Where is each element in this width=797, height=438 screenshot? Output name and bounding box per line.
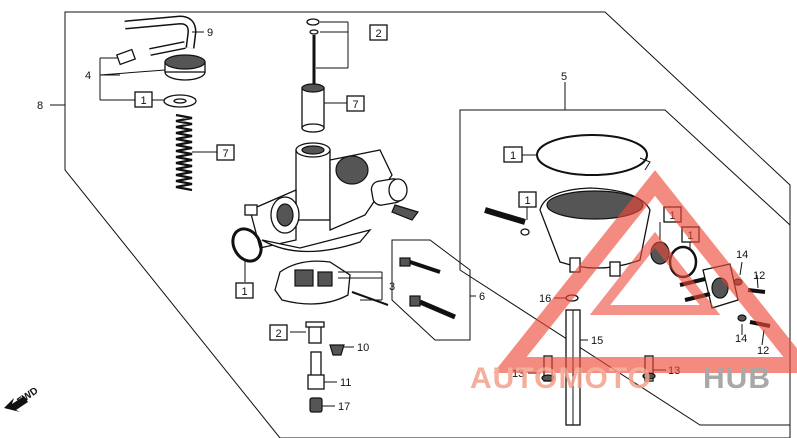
watermark-text-primary: AUTOMOTO bbox=[470, 362, 652, 395]
svg-text:2: 2 bbox=[275, 328, 281, 340]
float-bowl bbox=[539, 187, 651, 277]
callout-14-top: 14 bbox=[736, 249, 748, 261]
ref-box-1-gasket: 1 bbox=[503, 146, 523, 163]
ref-box-1-oring-left: 1 bbox=[235, 282, 254, 299]
watermark-triangle-icon bbox=[493, 170, 797, 373]
svg-text:7: 7 bbox=[352, 99, 358, 111]
fwd-arrow-icon bbox=[4, 396, 28, 412]
callout-5: 5 bbox=[561, 71, 567, 83]
float-pin bbox=[351, 291, 389, 306]
callout-14-bottom: 14 bbox=[735, 333, 747, 345]
main-jet bbox=[329, 344, 345, 356]
adjuster-screw bbox=[409, 295, 456, 320]
svg-text:1: 1 bbox=[524, 195, 530, 207]
svg-text:2: 2 bbox=[375, 28, 381, 40]
callout-15: 15 bbox=[591, 335, 603, 347]
callout-10: 10 bbox=[357, 342, 369, 354]
main-jet-holder bbox=[305, 321, 325, 344]
watermark-text-secondary: HUB bbox=[703, 362, 771, 395]
o-ring-left bbox=[231, 227, 263, 263]
callout-9: 9 bbox=[207, 27, 213, 39]
watermark: AUTOMOTO HUB bbox=[470, 170, 797, 395]
float bbox=[274, 260, 351, 305]
ref-box-2-top: 2 bbox=[369, 24, 388, 41]
svg-text:FWD: FWD bbox=[15, 385, 40, 407]
callout-12-top: 12 bbox=[753, 270, 765, 282]
callout-12-bottom: 12 bbox=[757, 345, 769, 357]
svg-text:1: 1 bbox=[140, 95, 146, 107]
callout-8: 8 bbox=[37, 100, 43, 112]
callout-16: 16 bbox=[539, 293, 551, 305]
svg-text:1: 1 bbox=[510, 150, 516, 162]
ref-box-7-valve: 7 bbox=[346, 95, 365, 112]
ref-box-7-spring: 7 bbox=[216, 144, 235, 161]
assembly-frame-6 bbox=[391, 239, 471, 341]
pilot-screw bbox=[399, 257, 441, 274]
ref-box-1-cap: 1 bbox=[134, 91, 153, 108]
callout-11: 11 bbox=[340, 377, 351, 389]
callout-4: 4 bbox=[85, 70, 91, 82]
assembly-frame-5 bbox=[459, 109, 791, 426]
svg-text:7: 7 bbox=[222, 148, 228, 160]
throttle-valve bbox=[301, 87, 325, 129]
slow-jet bbox=[307, 351, 325, 390]
callout-17: 17 bbox=[338, 401, 350, 413]
throttle-spring bbox=[175, 113, 193, 192]
needle-clip bbox=[306, 18, 320, 26]
carburetor-body bbox=[244, 142, 419, 253]
tube-fitting-left bbox=[115, 48, 137, 66]
leader-lines bbox=[50, 21, 765, 407]
svg-text:1: 1 bbox=[241, 286, 247, 298]
ref-box-2-jet: 2 bbox=[269, 324, 288, 341]
float-bowl-gasket bbox=[536, 134, 648, 176]
ref-box-1-bowl-screw: 1 bbox=[518, 191, 537, 208]
assembly-frame-8 bbox=[64, 11, 791, 438]
drain-screw bbox=[309, 397, 323, 413]
bowl-drain-screw bbox=[484, 207, 526, 225]
washer-14-bottom bbox=[737, 314, 747, 322]
screw-12-top bbox=[747, 288, 766, 294]
callout-6: 6 bbox=[479, 291, 485, 303]
callout-3: 3 bbox=[389, 281, 395, 293]
fwd-arrow: FWD bbox=[4, 385, 40, 412]
